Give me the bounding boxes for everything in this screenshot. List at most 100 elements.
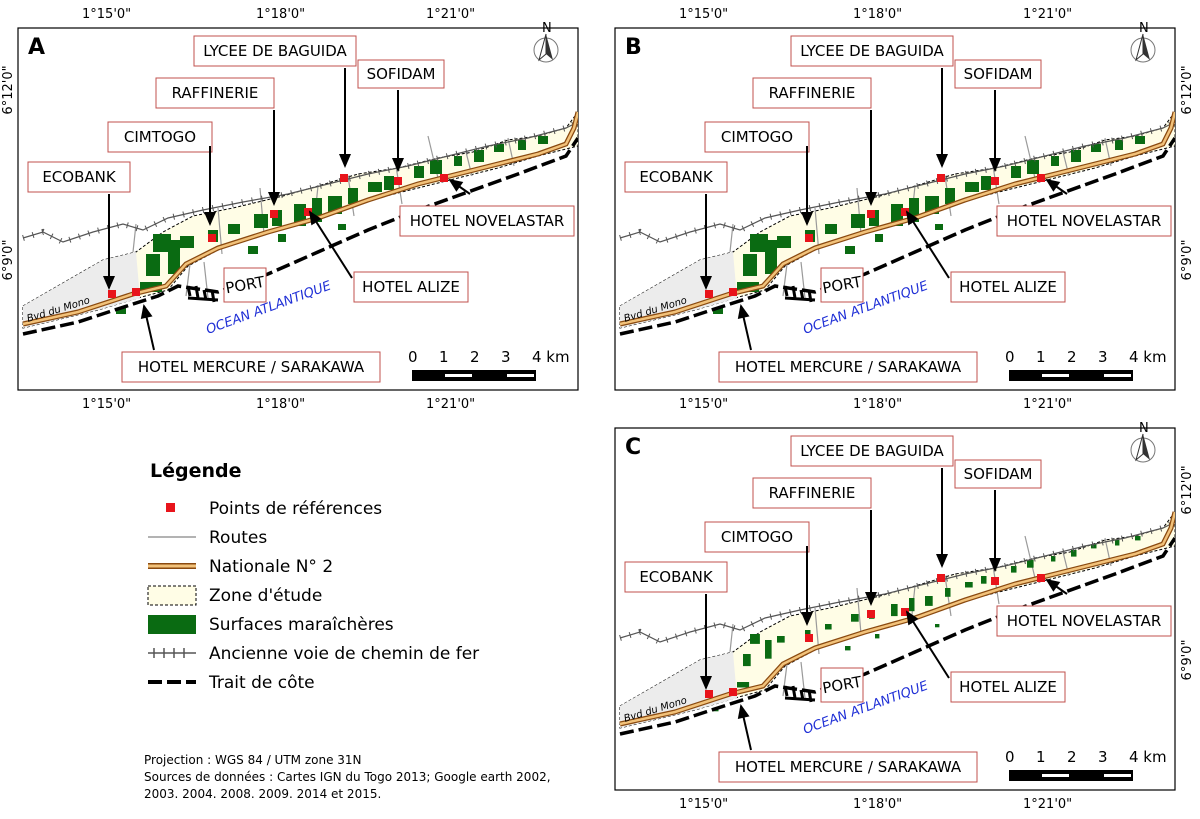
market-garden-area	[430, 160, 442, 174]
coastline	[22, 137, 578, 336]
market-garden-area	[750, 634, 760, 644]
label-box	[155, 77, 275, 109]
place-label-novelastar: HOTEL NOVELASTAR	[399, 174, 575, 237]
arrow-head	[700, 676, 712, 690]
national-road-n2	[619, 111, 1175, 326]
label-text: HOTEL NOVELASTAR	[1007, 212, 1162, 230]
study-zone	[619, 511, 1175, 729]
scale-tick-label: 2	[1067, 748, 1077, 766]
urban-zone	[620, 652, 737, 728]
market-garden-area	[1115, 540, 1120, 546]
market-garden-area	[825, 624, 832, 630]
market-garden-area	[168, 240, 180, 274]
market-garden-area	[348, 188, 358, 204]
label-text: RAFFINERIE	[172, 84, 259, 102]
label-text: ECOBANK	[639, 568, 714, 586]
place-label-mercure: HOTEL MERCURE / SARAKAWA	[718, 288, 978, 383]
label-box	[399, 205, 575, 237]
reference-point	[867, 210, 875, 218]
label-text: ECOBANK	[42, 168, 117, 186]
arrow-head	[103, 276, 115, 290]
label-text: SOFIDAM	[367, 65, 436, 83]
market-garden-area	[1071, 150, 1081, 162]
arrow-head	[268, 192, 280, 206]
market-garden-area	[777, 636, 785, 643]
legend-item-label: Surfaces maraîchères	[209, 615, 394, 635]
arrow-head	[308, 210, 322, 226]
reference-point	[729, 688, 737, 696]
place-label-sofidam: SOFIDAM	[357, 59, 445, 185]
road-line	[729, 223, 734, 253]
scale-tick-label: 2	[470, 348, 480, 366]
place-label-raffinerie: RAFFINERIE	[752, 77, 877, 218]
legend-item-label: Routes	[209, 528, 267, 548]
place-label-raffinerie: RAFFINERIE	[752, 477, 877, 618]
place-label-novelastar: HOTEL NOVELASTAR	[996, 574, 1172, 637]
place-label-mercure: HOTEL MERCURE / SARAKAWA	[121, 288, 381, 383]
reference-point	[304, 208, 312, 216]
port-breakwater	[783, 285, 816, 303]
label-text: ECOBANK	[639, 168, 714, 186]
longitude-label-top: 1°15'0"	[679, 7, 728, 22]
label-text: SOFIDAM	[964, 465, 1033, 483]
place-label-alize: HOTEL ALIZE	[901, 208, 1066, 303]
place-label-ecobank: ECOBANK	[624, 161, 728, 298]
market-garden-area	[981, 576, 987, 584]
market-garden-area	[454, 156, 462, 166]
market-garden-area	[805, 630, 811, 637]
legend-item-label: Ancienne voie de chemin de fer	[209, 644, 479, 664]
longitude-label-top: 1°18'0"	[256, 7, 305, 22]
place-label-cimtogo: CIMTOGO	[704, 121, 813, 242]
arrow-head	[865, 592, 877, 606]
scale-bar-segment	[445, 374, 472, 377]
arrow-head	[339, 154, 351, 168]
place-label-alize: HOTEL ALIZE	[304, 208, 469, 303]
label-box	[704, 521, 810, 553]
place-label-lycee: LYCEE DE BAGUIDA	[790, 435, 954, 582]
market-garden-area	[981, 176, 991, 190]
label-box	[718, 751, 978, 783]
reference-point	[805, 634, 813, 642]
market-garden-area	[153, 234, 171, 252]
scale-tick-label: 1	[439, 348, 449, 366]
place-label-lycee: LYCEE DE BAGUIDA	[790, 35, 954, 182]
place-label-port: PORT	[223, 267, 267, 303]
label-box	[718, 351, 978, 383]
label-text: LYCEE DE BAGUIDA	[800, 442, 944, 460]
legend-symbol-farm	[148, 615, 196, 634]
note-line: Projection : WGS 84 / UTM zone 31N	[144, 753, 362, 767]
pointer-arrow	[906, 611, 950, 679]
place-label-alize: HOTEL ALIZE	[901, 608, 1066, 703]
scale-tick-label: 3	[1098, 748, 1108, 766]
road-line	[1024, 535, 1036, 579]
reference-point	[1037, 574, 1045, 582]
market-garden-area	[1011, 166, 1021, 178]
longitude-label-bottom: 1°21'0"	[1023, 797, 1072, 812]
reference-point	[132, 288, 140, 296]
label-text: HOTEL ALIZE	[959, 278, 1057, 296]
reference-point	[208, 234, 216, 242]
reference-point	[901, 608, 909, 616]
arrow-head	[700, 276, 712, 290]
legend-item-label: Nationale N° 2	[209, 557, 333, 577]
market-garden-area	[384, 176, 394, 190]
arrow-head	[392, 158, 404, 172]
label-text: HOTEL MERCURE / SARAKAWA	[735, 358, 962, 376]
market-garden-area	[965, 182, 979, 192]
latitude-label-right: 6°12'0"	[1180, 465, 1195, 514]
market-garden-area	[338, 224, 346, 230]
market-garden-area	[1071, 550, 1077, 557]
scale-bar-segment	[1042, 774, 1069, 777]
label-text: HOTEL MERCURE / SARAKAWA	[735, 758, 962, 776]
latitude-label-right: 6°9'0"	[1180, 240, 1195, 281]
market-garden-area	[750, 234, 768, 252]
market-garden-area	[1091, 544, 1097, 549]
label-text: HOTEL ALIZE	[959, 678, 1057, 696]
market-garden-area	[518, 140, 526, 150]
reference-point	[705, 290, 713, 298]
market-garden-area	[1051, 156, 1059, 166]
reference-point	[991, 177, 999, 185]
label-box	[353, 271, 469, 303]
label-box	[752, 477, 872, 509]
